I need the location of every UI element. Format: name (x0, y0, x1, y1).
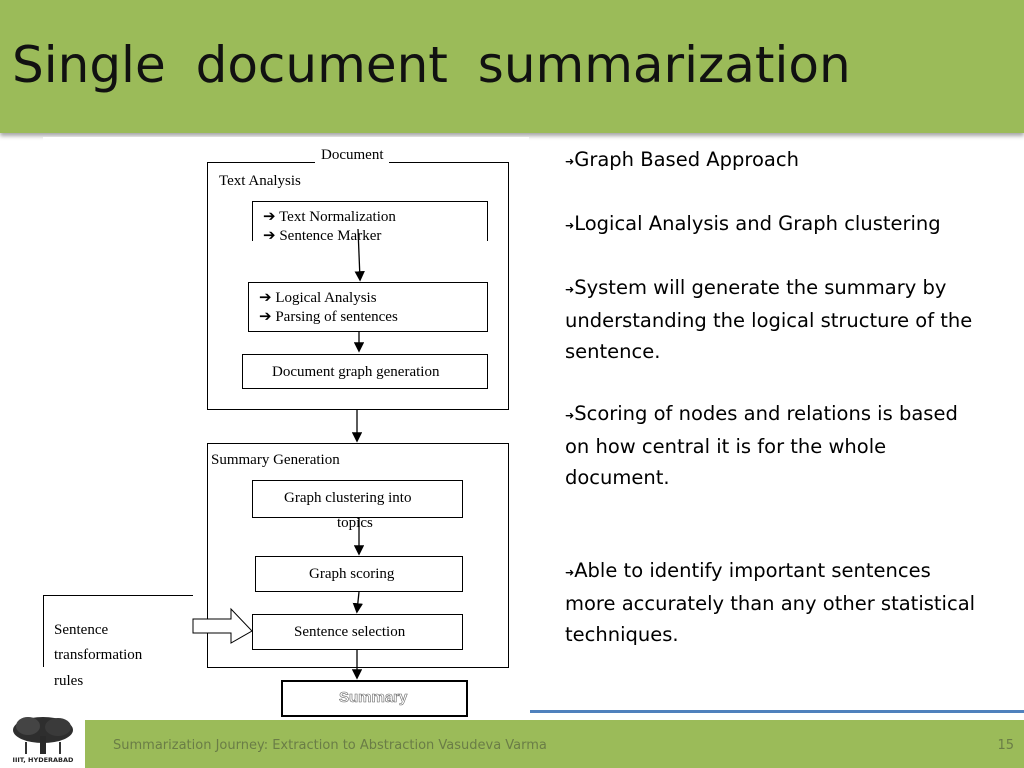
arrow-scoring-to-selection (352, 591, 363, 614)
document-label: Document (315, 147, 390, 164)
right-arrow-icon: ➔ (263, 209, 280, 225)
tree-logo-icon (13, 717, 73, 754)
title-bar: Single document summarization (0, 0, 1024, 133)
flow-arrows (192, 228, 365, 680)
bullet-list: ➜Graph Based Approach ➜Logical Analysis … (565, 144, 985, 650)
right-arrow-icon: ➔ (263, 228, 280, 244)
bullet-item: ➜Able to identify important sentences mo… (565, 559, 976, 646)
graph-scoring-label: Graph scoring (309, 566, 395, 582)
sentence-transformation-label-line1: Sentence (54, 622, 109, 638)
sentence-transformation-label-line3: rules (54, 673, 84, 689)
text-analysis-label: Text Analysis (219, 173, 301, 189)
parsing-of-sentences-item: ➔ Parsing of sentences (259, 307, 398, 326)
parsing-of-sentences-label: Parsing of sentences (275, 309, 398, 325)
bullet-item: ➜System will generate the summary by und… (565, 276, 973, 363)
bullet-item: ➜Graph Based Approach (565, 148, 799, 171)
footer-text: Summarization Journey: Extraction to Abs… (113, 738, 547, 753)
text-normalization-box (252, 201, 488, 241)
document-graph-generation-box (242, 354, 488, 389)
footer-bar: Summarization Journey: Extraction to Abs… (85, 720, 1024, 768)
bullet-item: ➜Scoring of nodes and relations is based… (565, 402, 958, 489)
sentence-transformation-box (43, 595, 193, 667)
graph-scoring-box (255, 556, 463, 592)
arrow-bullet-icon: ➜ (565, 155, 575, 168)
sentence-selection-box (252, 614, 463, 650)
summary-generation-label: Summary Generation (208, 444, 380, 473)
graph-clustering-label-line2: topics (337, 515, 373, 531)
logical-analysis-box (248, 282, 488, 332)
summary-label: Summary (339, 689, 408, 707)
arrow-bullet-icon: ➜ (565, 566, 575, 579)
block-arrow-rules-to-selection (192, 607, 253, 644)
bullet-item: ➜Logical Analysis and Graph clustering (565, 212, 941, 235)
sentence-marker-label: Sentence Marker (279, 228, 382, 244)
sentence-selection-label: Sentence selection (294, 624, 406, 640)
document-graph-generation-label: Document graph generation (272, 364, 440, 380)
sentence-marker-item: ➔ Sentence Marker (263, 226, 381, 245)
arrow-bullet-icon: ➜ (565, 409, 575, 422)
logical-analysis-item: ➔ Logical Analysis (259, 288, 377, 307)
right-arrow-icon: ➔ (259, 290, 276, 306)
arrow-bullet-icon: ➜ (565, 219, 575, 232)
text-normalization-item: ➔ Text Normalization (263, 207, 396, 226)
footer-divider (530, 710, 1024, 713)
text-normalization-label: Text Normalization (279, 209, 396, 225)
page-number: 15 (997, 738, 1014, 753)
sentence-transformation-label-line2: transformation (54, 647, 143, 663)
graph-clustering-label-line1: Graph clustering into (284, 490, 412, 506)
flow-diagram: Document Text Analysis ➔ Text Normalizat… (43, 137, 529, 719)
right-arrow-icon: ➔ (259, 309, 276, 325)
iiit-logo: IIIT, HYDERABAD (8, 714, 78, 768)
arrow-normalization-to-logical (354, 228, 365, 282)
logo-text: IIIT, HYDERABAD (12, 756, 74, 764)
summary-box (281, 680, 468, 717)
slide-title: Single document summarization (12, 36, 851, 94)
graph-clustering-box (252, 480, 463, 518)
arrow-bullet-icon: ➜ (565, 283, 575, 296)
logical-analysis-label: Logical Analysis (275, 290, 377, 306)
